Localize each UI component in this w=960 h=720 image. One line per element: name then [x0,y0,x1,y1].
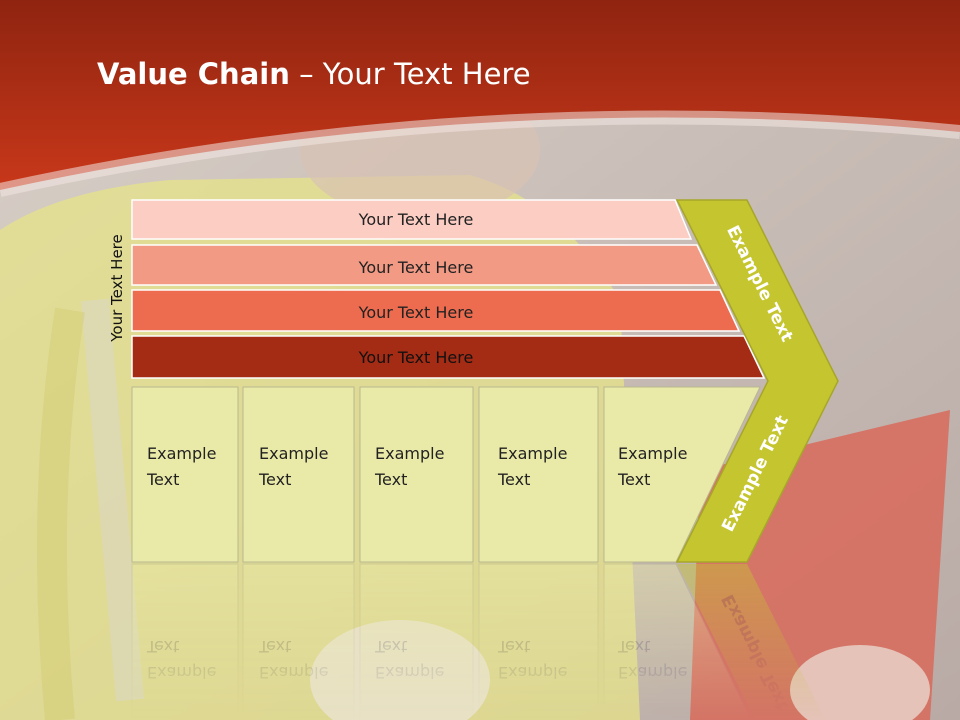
reflection-col-4-line2: Text [497,637,530,656]
reflection-col-5-line2: Text [617,637,650,656]
activity-bar-2-label: Your Text Here [358,258,474,277]
title-bold: Value Chain [97,57,290,91]
column-5-line1: Example [618,444,687,463]
reflection-col-1-line2: Text [146,637,179,656]
activity-bar-3: Your Text Here [131,289,741,332]
activity-bar-4-label: Your Text Here [358,348,474,367]
column-4-line1: Example [498,444,567,463]
column-3-line1: Example [375,444,444,463]
column-1-line1: Example [147,444,216,463]
column-3-line2: Text [374,470,407,489]
column-2: Example Text [242,386,355,563]
column-1-line2: Text [146,470,179,489]
column-4: Example Text [478,386,599,563]
reflection-col-5-line1: Example [618,663,687,682]
column-2-line2: Text [258,470,291,489]
column-4-line2: Text [497,470,530,489]
slide-title: Value Chain – Your Text Here [97,54,531,94]
reflection-col-4-line1: Example [498,663,567,682]
activity-bar-1: Your Text Here [131,199,693,240]
activity-bar-2: Your Text Here [131,244,718,286]
column-5-line2: Text [617,470,650,489]
reflection-col-2-line2: Text [258,637,291,656]
activity-bar-1-label: Your Text Here [358,210,474,229]
reflection-col-3-line2: Text [374,637,407,656]
primary-columns: Example Text Example Text Example Text E… [131,386,761,563]
reflection-col-1-line1: Example [147,663,216,682]
columns-reflection: Example Text Example Text Example Text E… [131,563,826,720]
activity-bars: Your Text Here Your Text Here Your Text … [131,199,766,379]
reflection-col-3-line1: Example [375,663,444,682]
activity-bar-4: Your Text Here [131,335,766,379]
activity-bar-3-label: Your Text Here [358,303,474,322]
reflection-col-2-line1: Example [259,663,328,682]
column-3: Example Text [359,386,474,563]
column-2-line1: Example [259,444,328,463]
column-5: Example Text [603,386,761,563]
column-1: Example Text [131,386,239,563]
title-rest: – Your Text Here [289,57,531,91]
